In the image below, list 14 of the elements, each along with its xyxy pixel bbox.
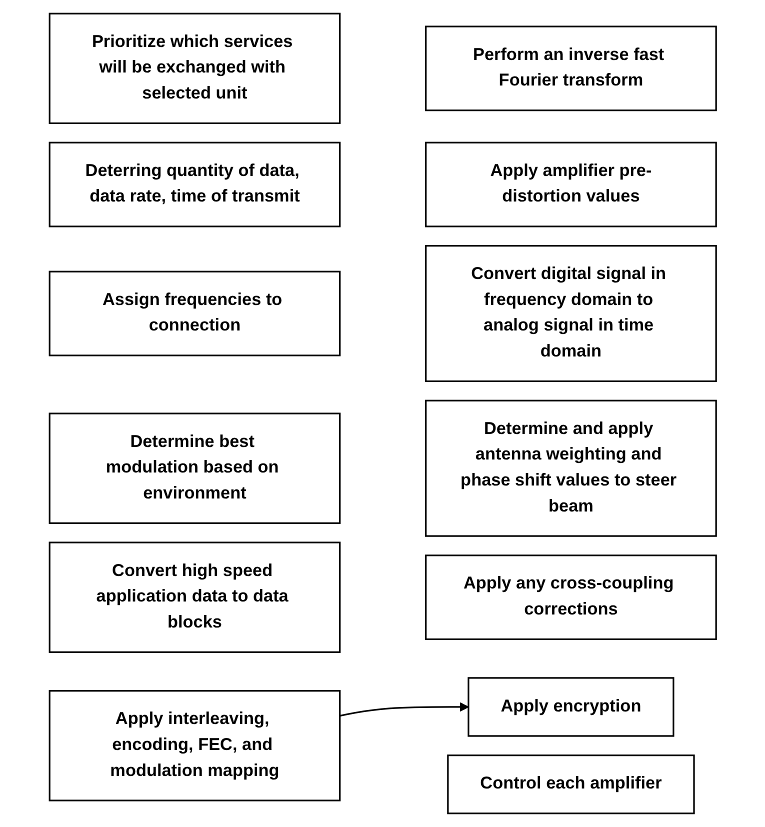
node-box: Prioritize which services will be exchanged with selected unit	[48, 12, 340, 124]
node-box: Control each amplifier	[446, 754, 694, 814]
node-box: Determine and apply antenna weighting and phase shift values to steer beam	[424, 400, 717, 537]
node-box: Apply amplifier pre-distortion values	[424, 142, 717, 228]
node-box: Deterring quantity of data, data rate, time of transmit	[48, 142, 340, 228]
node-box: Apply encryption	[467, 677, 674, 737]
node-box: Convert high speed application data to data blocks	[48, 542, 340, 653]
node-box: Assign frequencies to connection	[48, 270, 340, 356]
arrow	[339, 702, 469, 717]
node-box: Apply any cross-coupling corrections	[424, 554, 717, 640]
node-box: Convert digital signal in frequency domain to analog signal in time domain	[424, 244, 717, 382]
node-box: Perform an inverse fast Fourier transform	[424, 26, 717, 112]
node-box: Apply interleaving, encoding, FEC, and modulation mapping	[48, 690, 340, 802]
node-box: Determine best modulation based on environment	[48, 412, 340, 524]
